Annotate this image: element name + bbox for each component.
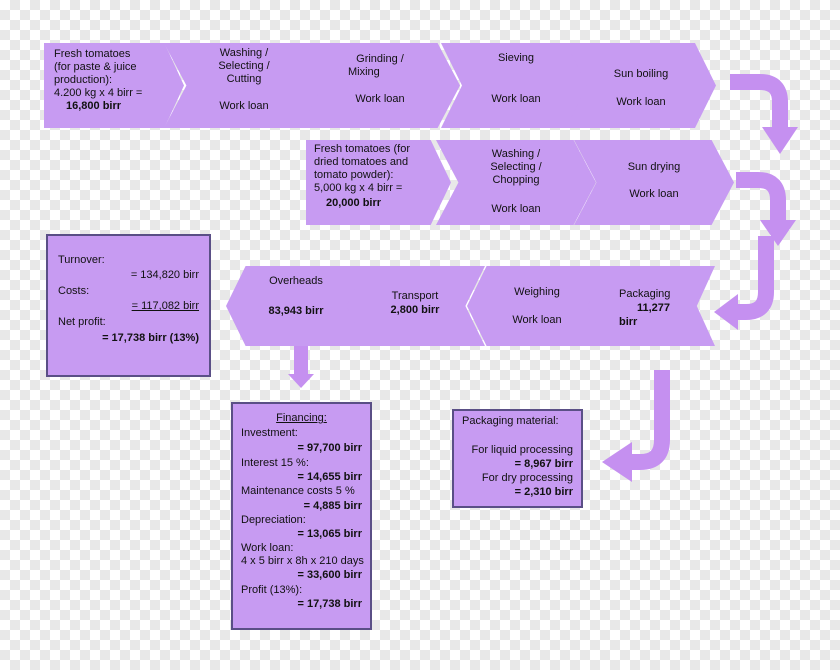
curved-arrow-packaging-material: [602, 370, 670, 482]
financing-title: Financing:: [276, 412, 327, 424]
step-fresh-tomatoes-paste: Fresh tomatoes (for paste & juice produc…: [44, 43, 184, 128]
sunboiling-line1: Sun boiling: [613, 68, 669, 80]
investment-value: = 97,700 birr: [297, 442, 362, 454]
fresh-dried-cost: 20,000 birr: [326, 197, 382, 209]
summary-box: Turnover: = 134,820 birr Costs: = 117,08…: [46, 234, 211, 377]
curved-arrow-1: [730, 74, 798, 154]
washing1-line1: Washing /: [219, 47, 269, 59]
washing2-line1: Washing /: [491, 148, 541, 160]
packaging-unit: birr: [619, 316, 638, 328]
step-sun-drying: Sun drying Work loan: [574, 140, 734, 225]
weighing-line1: Weighing: [514, 286, 560, 298]
packaging-material-box: Packaging material: For liquid processin…: [452, 409, 583, 508]
interest-value: = 14,655 birr: [297, 471, 362, 483]
maintenance-label: Maintenance costs 5 %: [241, 485, 355, 497]
depreciation-label: Depreciation:: [241, 514, 306, 526]
costs-label: Costs:: [58, 285, 90, 297]
profit-value: = 17,738 birr: [297, 598, 362, 610]
sunboiling-workloan: Work loan: [616, 96, 666, 108]
fresh-paste-line3: production):: [54, 74, 113, 86]
dry-label: For dry processing: [481, 472, 573, 484]
fresh-dried-line3: tomato powder):: [314, 169, 394, 181]
workloan-formula: 4 x 5 birr x 8h x 210 days: [241, 555, 364, 567]
interest-label: Interest 15 %:: [241, 457, 309, 469]
workloan-value: = 33,600 birr: [297, 569, 362, 581]
curved-arrow-3: [714, 236, 774, 330]
down-arrow-overheads: [288, 346, 314, 388]
step-washing-chopping: Washing / Selecting / Chopping Work loan: [436, 140, 596, 225]
packaging-line1: Packaging: [619, 288, 671, 300]
overheads-cost: 83,943 birr: [268, 305, 324, 317]
packaging-cost: 11,277: [637, 302, 671, 314]
net-profit-value: = 17,738 birr (13%): [102, 332, 199, 344]
step-sieving: Sieving Work loan: [441, 43, 591, 128]
fresh-paste-cost: 16,800 birr: [66, 100, 122, 112]
turnover-value: = 134,820 birr: [130, 269, 199, 281]
sieving-workloan: Work loan: [491, 93, 541, 105]
step-washing-cutting: Washing / Selecting / Cutting Work loan: [164, 43, 324, 128]
grinding-workloan: Work loan: [355, 93, 405, 105]
washing1-workloan: Work loan: [219, 100, 269, 112]
fresh-dried-line4: 5,000 kg x 4 birr =: [314, 182, 403, 194]
step-transport: Transport 2,800 birr: [345, 266, 485, 346]
investment-label: Investment:: [241, 427, 298, 439]
weighing-workloan: Work loan: [512, 314, 562, 326]
liquid-value: = 8,967 birr: [514, 458, 573, 470]
transport-cost: 2,800 birr: [390, 304, 440, 316]
sieving-line1: Sieving: [497, 52, 535, 64]
fresh-paste-line2: (for paste & juice: [54, 61, 137, 73]
washing1-line2: Selecting /: [218, 60, 270, 72]
depreciation-value: = 13,065 birr: [297, 528, 362, 540]
grinding-line2: Mixing: [348, 66, 380, 78]
transport-line1: Transport: [391, 290, 439, 302]
step-sun-boiling: Sun boiling Work loan: [566, 43, 716, 128]
step-packaging: Packaging 11,277 birr: [585, 266, 715, 346]
maintenance-value: = 4,885 birr: [303, 500, 362, 512]
washing2-line3: Chopping: [492, 174, 540, 186]
net-profit-label: Net profit:: [58, 316, 106, 328]
step-overheads: Overheads 83,943 birr: [226, 266, 366, 346]
profit-label: Profit (13%):: [241, 584, 303, 596]
fresh-dried-line1: Fresh tomatoes (for: [314, 143, 410, 155]
turnover-label: Turnover:: [58, 254, 105, 266]
sundrying-workloan: Work loan: [629, 188, 679, 200]
fresh-dried-line2: dried tomatoes and: [314, 156, 409, 168]
workloan-label: Work loan:: [241, 542, 294, 554]
washing2-line2: Selecting /: [490, 161, 542, 173]
grinding-line1: Grinding /: [356, 53, 404, 65]
fresh-paste-line1: Fresh tomatoes: [54, 48, 131, 60]
packaging-material-title: Packaging material:: [462, 415, 559, 427]
liquid-label: For liquid processing: [471, 444, 574, 456]
step-grinding-mixing: Grinding / Mixing Work loan: [300, 43, 460, 128]
washing1-line3: Cutting: [226, 73, 262, 85]
step-weighing: Weighing Work loan: [467, 266, 607, 346]
curved-arrow-2: [736, 172, 796, 246]
fresh-paste-line4: 4.200 kg x 4 birr =: [54, 87, 143, 99]
overheads-line1: Overheads: [269, 275, 323, 287]
costs-value: = 117,082 birr: [131, 300, 199, 312]
sundrying-line1: Sun drying: [627, 161, 681, 173]
washing2-workloan: Work loan: [491, 203, 541, 215]
step-fresh-tomatoes-dried: Fresh tomatoes (for dried tomatoes and t…: [306, 140, 451, 225]
financing-box: Financing: Investment: = 97,700 birr Int…: [231, 402, 372, 630]
dry-value: = 2,310 birr: [514, 486, 573, 498]
